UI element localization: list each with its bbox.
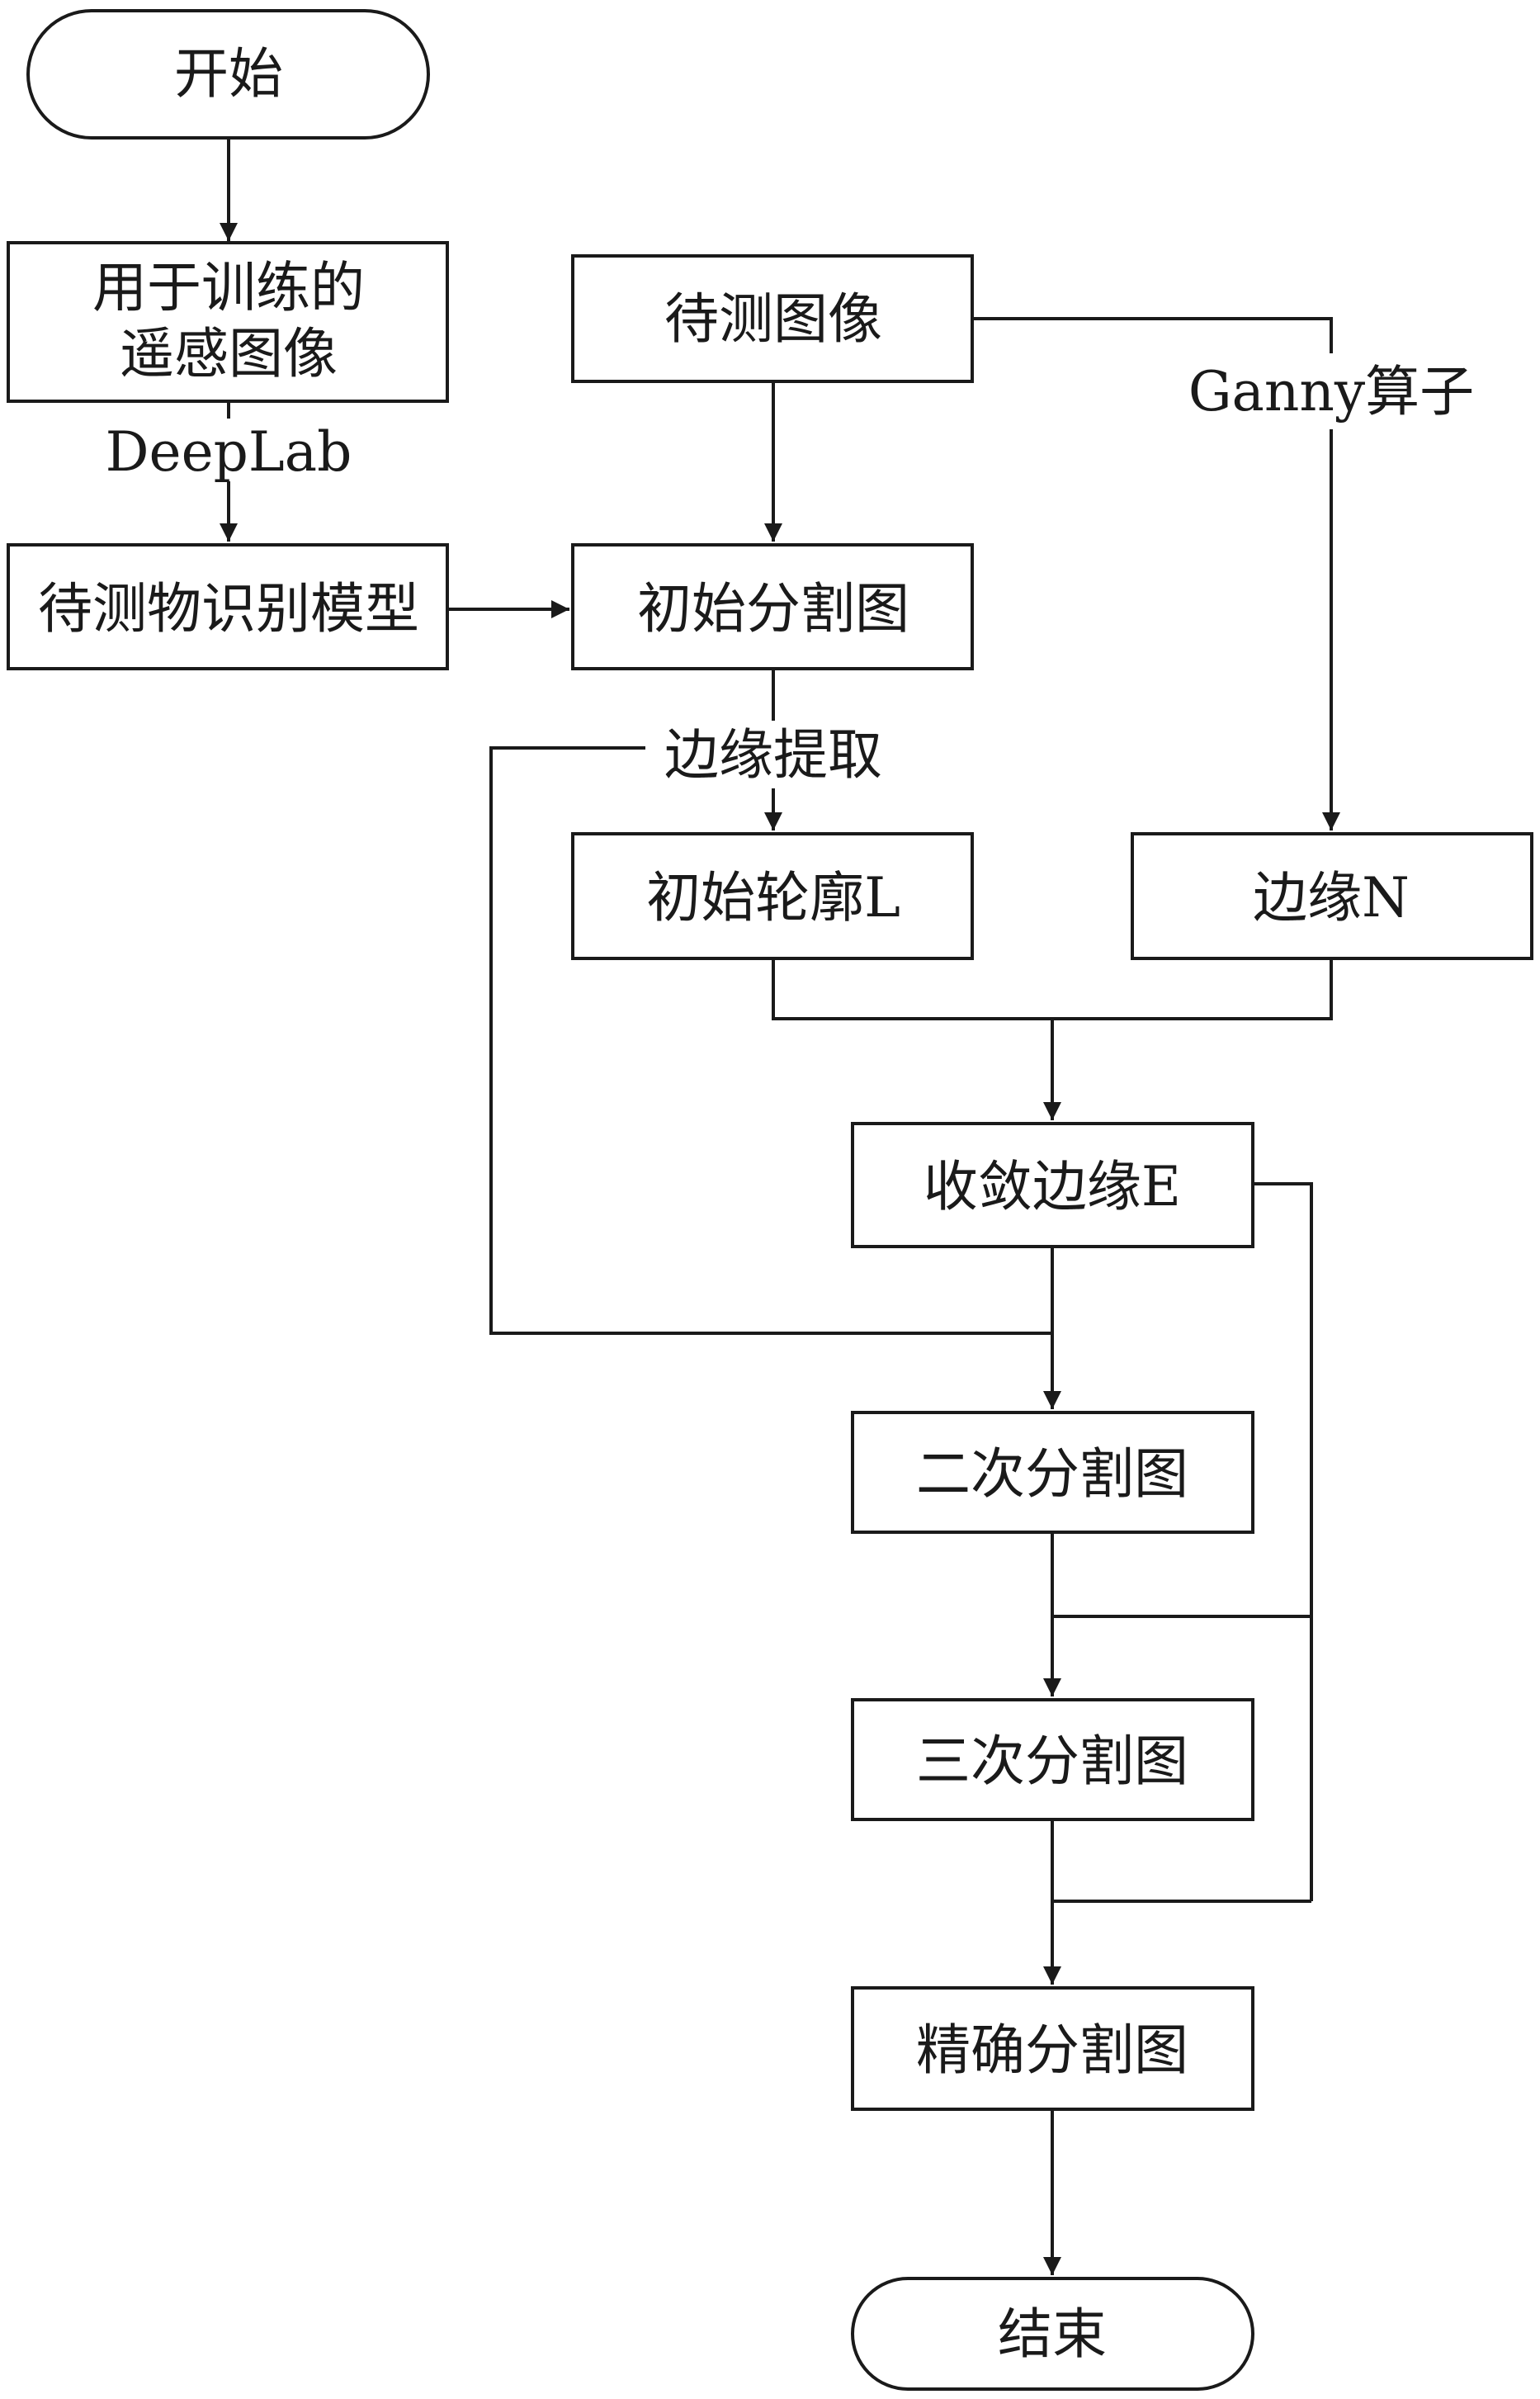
start-label: 开始: [174, 42, 283, 106]
convergent-edge-node: 收敛边缘E: [851, 1122, 1254, 1248]
edge-n-label: 边缘N: [1253, 866, 1410, 930]
edge-labels: DeepLab Ganny算子 边缘提取: [106, 353, 1476, 788]
edge-contour-merge: [772, 959, 1333, 1020]
third-segmentation-node: 三次分割图: [851, 1698, 1254, 1821]
edge-label-edge-extraction: 边缘提取: [664, 723, 882, 787]
end-label: 结束: [998, 2302, 1107, 2366]
precise-segmentation-node: 精确分割图: [851, 1986, 1254, 2111]
test-image-node: 待测图像: [571, 254, 974, 383]
edge-initseg-feedback: [489, 746, 1052, 1335]
recognition-model-label: 待测物识别模型: [38, 577, 419, 641]
nodes: 开始 用于训练的 遥感图像 待测图像 待测物识别模型 初始分割图 初始轮廓L 边…: [7, 9, 1533, 2391]
initial-contour-label: 初始轮廓L: [646, 866, 900, 930]
training-images-label-line1: 用于训练的: [92, 256, 365, 319]
training-images-node: 用于训练的 遥感图像: [7, 241, 449, 403]
edge-test-to-edgeN: [972, 317, 1340, 830]
edge-label-canny: Ganny算子: [1188, 360, 1474, 423]
third-segmentation-label: 三次分割图: [916, 1729, 1188, 1793]
start-node: 开始: [26, 9, 430, 140]
edge-n-node: 边缘N: [1131, 832, 1533, 960]
initial-segmentation-node: 初始分割图: [571, 543, 974, 670]
initial-segmentation-label: 初始分割图: [637, 577, 909, 641]
edges: [220, 139, 1340, 2275]
initial-contour-node: 初始轮廓L: [571, 832, 974, 960]
convergent-edge-label: 收敛边缘E: [924, 1155, 1181, 1218]
edge-conv-bus: [1253, 1182, 1313, 1901]
test-image-label: 待测图像: [664, 287, 882, 351]
precise-segmentation-label: 精确分割图: [916, 2018, 1188, 2082]
second-segmentation-label: 二次分割图: [916, 1442, 1188, 1506]
second-segmentation-node: 二次分割图: [851, 1411, 1254, 1534]
training-images-label-line2: 遥感图像: [120, 322, 338, 386]
end-node: 结束: [851, 2277, 1254, 2391]
recognition-model-node: 待测物识别模型: [7, 543, 449, 670]
edge-label-deeplab: DeepLab: [106, 420, 352, 484]
